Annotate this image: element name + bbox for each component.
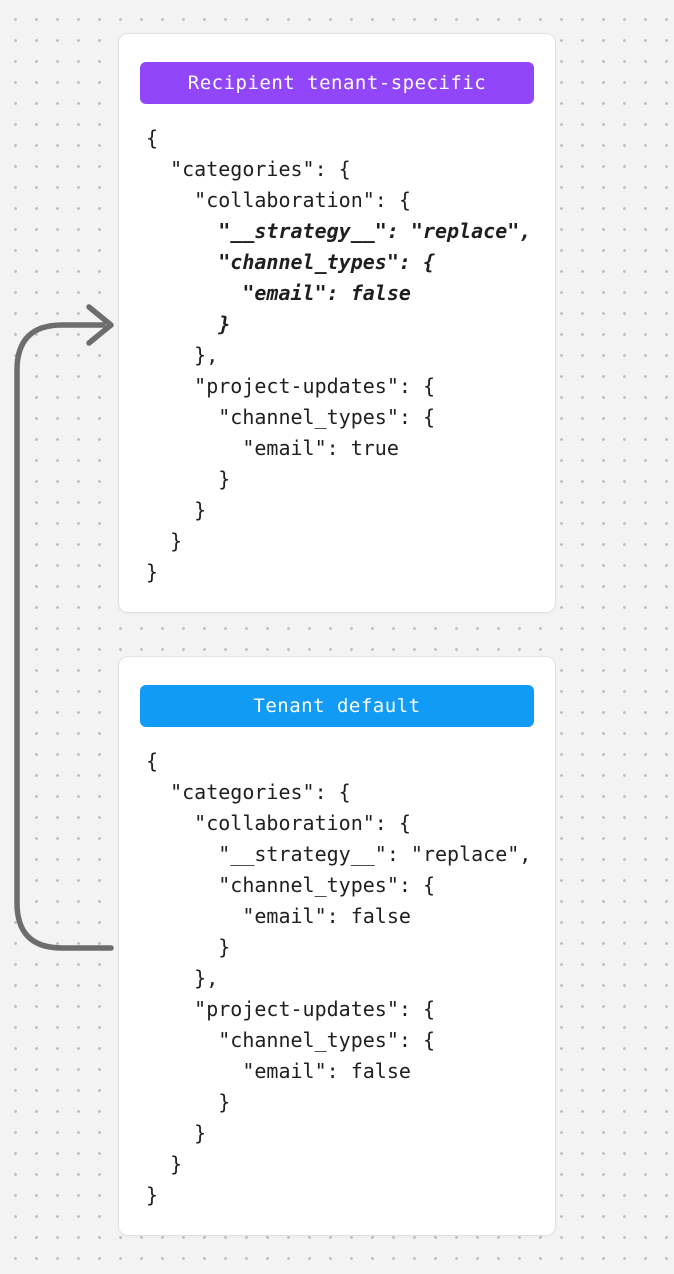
arrow-head-icon — [86, 304, 114, 346]
code-line: } — [146, 312, 231, 336]
code-line: } — [146, 1090, 231, 1114]
code-line: "channel_types": { — [146, 873, 435, 897]
arrow-line — [14, 322, 114, 951]
json-code-recipient-tenant-specific: { "categories": { "collaboration": { "__… — [140, 123, 534, 588]
code-line: } — [146, 1152, 183, 1176]
badge-recipient-tenant-specific: Recipient tenant-specific — [140, 62, 534, 104]
code-line: }, — [146, 343, 219, 367]
code-line: } — [146, 498, 207, 522]
code-line: } — [146, 1121, 207, 1145]
code-line: "categories": { — [146, 780, 351, 804]
code-line: } — [146, 467, 231, 491]
code-line: "__strategy__": "replace", — [146, 219, 532, 243]
code-line: "categories": { — [146, 157, 351, 181]
code-line: } — [146, 529, 183, 553]
code-line: "email": true — [146, 436, 399, 460]
card-recipient-tenant-specific: Recipient tenant-specific { "categories"… — [118, 33, 556, 613]
badge-tenant-default: Tenant default — [140, 685, 534, 727]
code-line: "email": false — [146, 904, 411, 928]
code-line: "channel_types": { — [146, 1028, 435, 1052]
code-line: { — [146, 126, 159, 150]
code-line: } — [146, 560, 159, 584]
code-line: "collaboration": { — [146, 188, 411, 212]
code-line: } — [146, 1183, 159, 1207]
code-line: "email": false — [146, 281, 411, 305]
code-line: "project-updates": { — [146, 997, 435, 1021]
code-line: "project-updates": { — [146, 374, 435, 398]
json-code-tenant-default: { "categories": { "collaboration": { "__… — [140, 746, 534, 1211]
merge-direction-arrow — [14, 304, 114, 951]
code-line: "collaboration": { — [146, 811, 411, 835]
code-line: { — [146, 749, 159, 773]
code-line: "email": false — [146, 1059, 411, 1083]
code-line: "__strategy__": "replace", — [146, 842, 532, 866]
code-line: "channel_types": { — [146, 250, 435, 274]
code-line: }, — [146, 966, 219, 990]
card-tenant-default: Tenant default { "categories": { "collab… — [118, 656, 556, 1236]
code-line: } — [146, 935, 231, 959]
code-line: "channel_types": { — [146, 405, 435, 429]
